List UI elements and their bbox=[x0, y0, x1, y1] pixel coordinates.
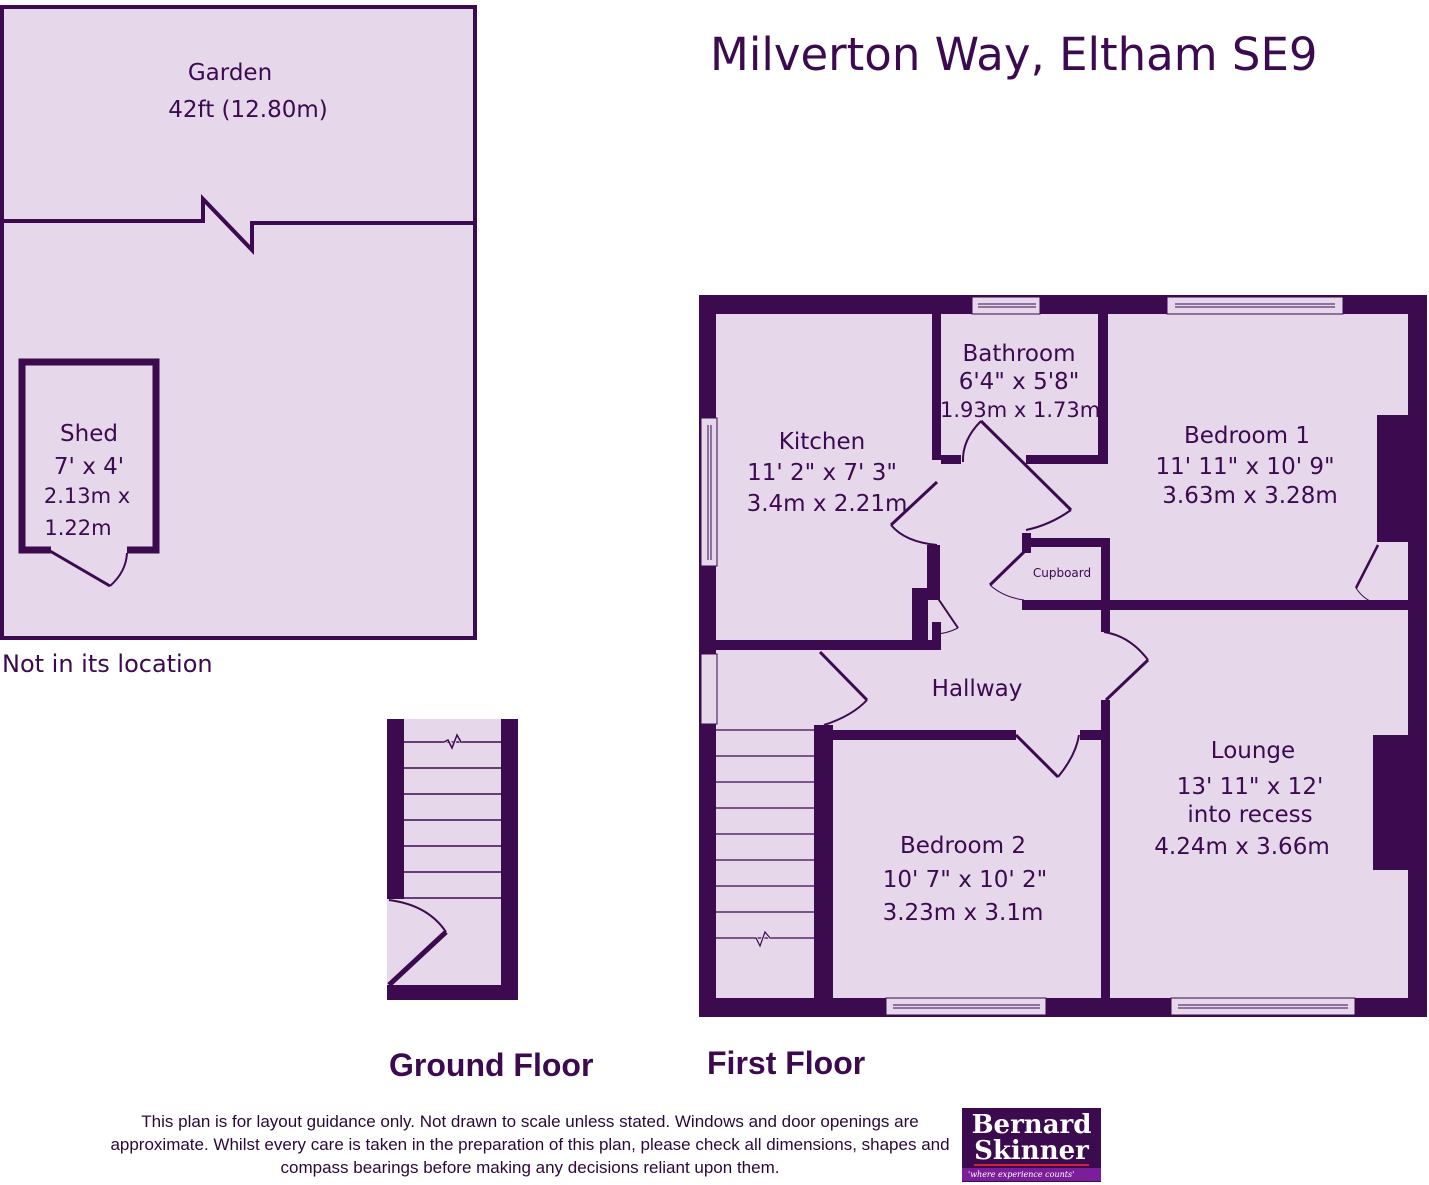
first-floor-plan bbox=[699, 295, 1427, 1017]
disclaimer-text: This plan is for layout guidance only. N… bbox=[110, 1112, 950, 1177]
cupboard-label: Cupboard bbox=[1032, 566, 1092, 580]
bedroom1-metric: 3.63m x 3.28m bbox=[1162, 483, 1338, 509]
shed-metric-1: 2.13m x bbox=[43, 484, 131, 508]
logo-rule bbox=[974, 1164, 1089, 1166]
ground-floor-label: Ground Floor bbox=[389, 1047, 594, 1083]
logo-line1: Bernard bbox=[971, 1110, 1092, 1140]
ground-floor-stairs bbox=[387, 719, 518, 1000]
shed-outline bbox=[18, 358, 160, 588]
first-floor-label: First Floor bbox=[707, 1045, 866, 1081]
location-note: Not in its location bbox=[2, 650, 213, 678]
garden-label: Garden bbox=[187, 60, 273, 86]
bathroom-label: Bathroom bbox=[962, 341, 1076, 367]
hallway-label: Hallway bbox=[931, 676, 1023, 702]
bedroom1-imperial: 11' 11" x 10' 9" bbox=[1155, 454, 1335, 480]
kitchen-imperial: 11' 2" x 7' 3" bbox=[747, 460, 897, 486]
logo-line2: Skinner bbox=[974, 1136, 1089, 1166]
lounge-note: into recess bbox=[1187, 802, 1313, 828]
agency-logo: Bernard Skinner 'where experience counts… bbox=[962, 1108, 1101, 1182]
lounge-metric: 4.24m x 3.66m bbox=[1154, 834, 1330, 860]
page-title: Milverton Way, Eltham SE9 bbox=[710, 28, 1318, 81]
bedroom2-label: Bedroom 2 bbox=[900, 833, 1026, 859]
bedroom2-metric: 3.23m x 3.1m bbox=[882, 900, 1044, 926]
bedroom1-label: Bedroom 1 bbox=[1184, 423, 1310, 449]
bathroom-imperial: 6'4" x 5'8" bbox=[958, 369, 1080, 395]
shed-imperial: 7' x 4' bbox=[53, 454, 125, 480]
kitchen-label: Kitchen bbox=[778, 429, 866, 455]
garden-size: 42ft (12.80m) bbox=[168, 97, 328, 123]
kitchen-metric: 3.4m x 2.21m bbox=[746, 491, 908, 517]
windows bbox=[700, 296, 1356, 1016]
logo-tagline: 'where experience counts' bbox=[962, 1168, 1101, 1181]
bedroom2-imperial: 10' 7" x 10' 2" bbox=[882, 867, 1048, 893]
lounge-imperial: 13' 11" x 12' bbox=[1176, 774, 1324, 800]
lounge-label: Lounge bbox=[1210, 738, 1296, 764]
bathroom-metric: 1.93m x 1.73m bbox=[940, 398, 1101, 422]
shed-label: Shed bbox=[60, 421, 118, 447]
shed-metric-2: 1.22m bbox=[44, 516, 112, 540]
